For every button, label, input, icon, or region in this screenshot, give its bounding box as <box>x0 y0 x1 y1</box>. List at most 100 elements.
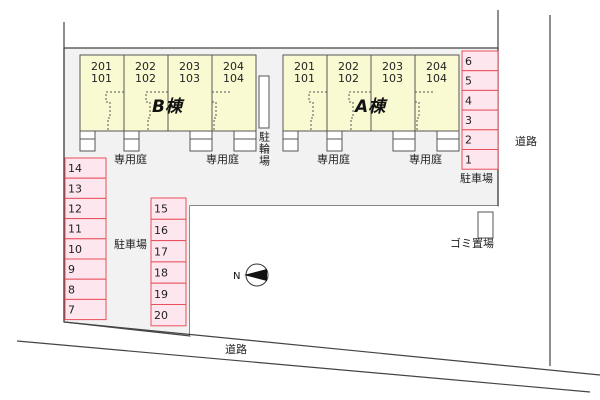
parking-space: 10 <box>64 238 107 260</box>
parking-space-box <box>461 149 499 170</box>
stair-outline <box>105 91 124 131</box>
parking-space-box <box>150 304 187 327</box>
boundary-line <box>63 321 600 376</box>
building-b: 201101202102203103204104専用庭専用庭B棟 <box>79 54 257 166</box>
parking-space-number: 16 <box>154 224 168 237</box>
stair-outline <box>211 91 230 131</box>
unit-number-lower: 102 <box>135 72 156 85</box>
adjacent-lot <box>190 206 498 370</box>
parking-space: 14 <box>64 157 107 179</box>
unit <box>123 54 169 132</box>
parking-label-right: 駐車場 <box>460 171 493 185</box>
parking-label-left: 駐車場 <box>114 237 147 251</box>
unit <box>414 54 460 132</box>
unit-number-lower: 101 <box>91 72 112 85</box>
north-compass-icon: N <box>233 263 269 287</box>
terrace <box>282 130 299 140</box>
parking-space-number: 14 <box>68 162 82 175</box>
unit-number-upper: 203 <box>382 60 403 73</box>
parking-space: 16 <box>150 218 187 242</box>
stair-outline <box>145 91 168 131</box>
unit-number-lower: 104 <box>223 72 244 85</box>
parking-space-number: 17 <box>154 245 168 258</box>
building-name: A棟 <box>353 97 388 117</box>
road-label-south: 道路 <box>225 342 247 356</box>
parking-space: 8 <box>64 278 107 300</box>
unit-number-upper: 204 <box>426 60 447 73</box>
garbage-area <box>477 211 494 239</box>
bicycle-parking <box>258 75 270 129</box>
unit-number-lower: 102 <box>338 72 359 85</box>
parking-space-number: 18 <box>154 267 168 280</box>
unit <box>79 54 125 132</box>
parking-space: 1 <box>461 149 499 170</box>
parking-space-number: 8 <box>68 283 75 296</box>
unit <box>211 54 257 132</box>
private-garden <box>282 138 299 152</box>
terrace <box>79 130 96 140</box>
parking-space: 11 <box>64 218 107 240</box>
parking-space: 15 <box>150 197 187 220</box>
private-garden <box>123 138 140 152</box>
parking-space-number: 7 <box>68 304 75 317</box>
private-garden <box>326 138 343 152</box>
parking-space-number: 2 <box>465 134 472 147</box>
parking-space-number: 11 <box>68 223 82 236</box>
bicycle-parking-label: 駐輪場 <box>258 130 271 167</box>
parking-space-number: 10 <box>68 243 82 256</box>
terrace <box>123 130 140 140</box>
private-garden <box>233 138 257 152</box>
parking-space: 13 <box>64 177 107 199</box>
parking-space: 20 <box>150 304 187 327</box>
unit-number-upper: 204 <box>223 60 244 73</box>
unit-number-upper: 202 <box>338 60 359 73</box>
private-garden-label: 専用庭 <box>409 152 442 166</box>
private-garden-label: 専用庭 <box>317 152 350 166</box>
unit-number-lower: 103 <box>179 72 200 85</box>
unit-number-upper: 201 <box>294 60 315 73</box>
parking-space: 6 <box>461 50 499 72</box>
parking-space: 7 <box>64 298 107 321</box>
parking-space-number: 3 <box>465 114 472 127</box>
parking-space: 2 <box>461 129 499 151</box>
terrace <box>233 130 257 140</box>
unit-number-lower: 101 <box>294 72 315 85</box>
unit-number-upper: 201 <box>91 60 112 73</box>
stair-outline <box>348 91 371 131</box>
unit <box>167 54 213 132</box>
parking-space-number: 19 <box>154 288 168 301</box>
parking-space-number: 12 <box>68 203 82 216</box>
private-garden <box>79 138 96 152</box>
parking-space-number: 13 <box>68 182 82 195</box>
private-garden <box>392 138 416 152</box>
private-garden <box>436 138 460 152</box>
parking-space-number: 15 <box>154 203 168 216</box>
terrace <box>436 130 460 140</box>
garbage-label: ゴミ置場 <box>450 236 494 250</box>
parking-space: 12 <box>64 197 107 220</box>
road-label-east: 道路 <box>515 134 537 148</box>
building-name: B棟 <box>152 97 185 117</box>
unit-number-upper: 203 <box>179 60 200 73</box>
parking-space: 17 <box>150 240 187 263</box>
stair-outline <box>414 91 433 131</box>
unit <box>326 54 372 132</box>
north-label: N <box>233 271 240 282</box>
parking-space-number: 9 <box>68 263 75 276</box>
parking-space: 19 <box>150 282 187 306</box>
parking-space-box <box>64 298 107 321</box>
terrace <box>326 130 343 140</box>
parking-space: 9 <box>64 258 107 280</box>
parking-space: 5 <box>461 70 499 91</box>
unit-number-lower: 103 <box>382 72 403 85</box>
parking-space-number: 1 <box>465 153 472 166</box>
parking-space-number: 4 <box>465 94 472 107</box>
unit-number-lower: 104 <box>426 72 447 85</box>
parking-space: 3 <box>461 109 499 131</box>
road-edge <box>16 340 591 393</box>
parking-space-number: 6 <box>465 55 472 68</box>
terrace <box>392 130 416 140</box>
parking-space-number: 5 <box>465 75 472 88</box>
